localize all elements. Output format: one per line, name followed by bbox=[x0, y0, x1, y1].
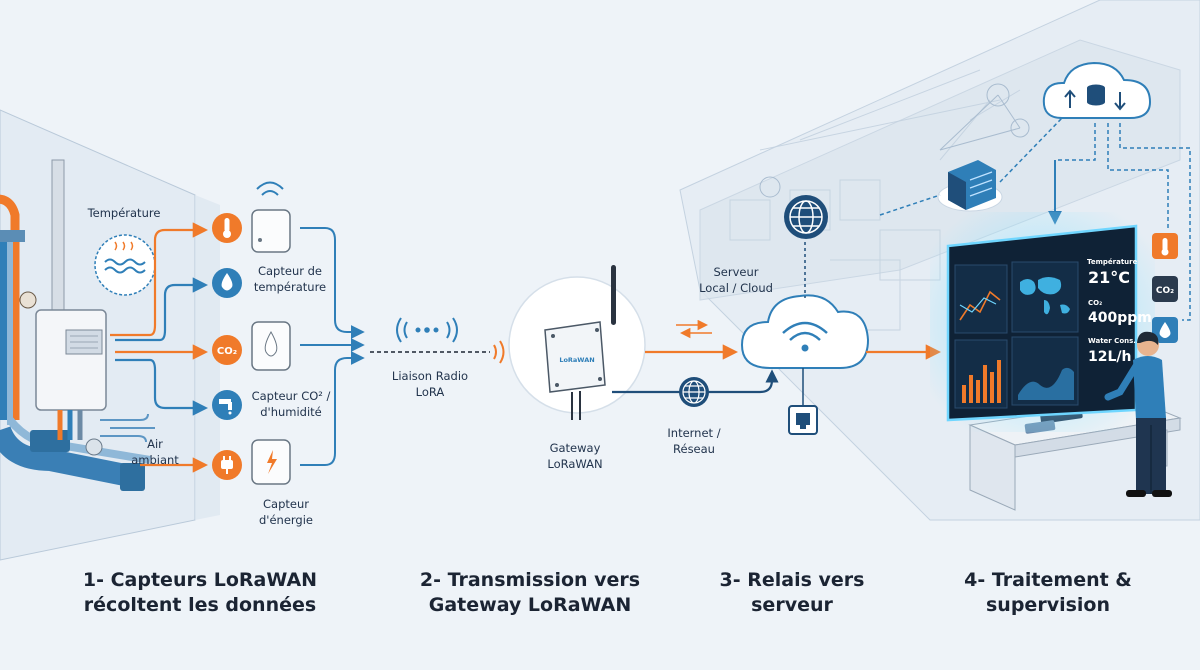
energy-sensor-device bbox=[251, 439, 291, 485]
cloud-connection-lines bbox=[879, 117, 1191, 321]
step-4-line-1: 4- Traitement & bbox=[964, 569, 1132, 591]
server-rack-icon bbox=[937, 160, 1003, 212]
air-label-1: Air bbox=[147, 437, 163, 451]
server-label-2: Local / Cloud bbox=[699, 281, 773, 295]
gateway-device: LoRaWAN bbox=[508, 265, 646, 420]
internet-globe-icon bbox=[679, 377, 709, 407]
step-2-line-2: Gateway LoRaWAN bbox=[429, 594, 632, 616]
co2-sensor-device bbox=[251, 321, 291, 371]
svg-text:CO₂: CO₂ bbox=[1156, 286, 1174, 296]
svg-text:LoRaWAN: LoRaWAN bbox=[559, 356, 594, 364]
boiler-to-sensor-arrows bbox=[110, 222, 209, 473]
temperature-bubble bbox=[94, 234, 156, 296]
sensor-co2-label-2: d'humidité bbox=[260, 405, 322, 419]
dash-co2-label: CO₂ bbox=[1088, 299, 1102, 307]
step-3-line-2: serveur bbox=[751, 594, 833, 616]
water-drop-icon bbox=[212, 268, 242, 298]
step-2-line-1: 2- Transmission vers bbox=[420, 569, 640, 591]
step-4-line-2: supervision bbox=[986, 594, 1110, 616]
dash-temp-label: Température bbox=[1087, 258, 1138, 266]
storage-cloud-icon bbox=[1042, 61, 1152, 119]
operator-person bbox=[1104, 331, 1172, 497]
step-3-line-1: 3- Relais vers bbox=[720, 569, 865, 591]
thermometer-icon bbox=[212, 213, 242, 243]
plug-icon bbox=[212, 450, 242, 480]
co2-icon: CO₂ bbox=[212, 335, 242, 365]
internet-label-2: Réseau bbox=[673, 442, 715, 456]
gateway-label-1: Gateway bbox=[550, 441, 601, 455]
server-cloud-icon bbox=[740, 294, 870, 369]
wind-icon bbox=[100, 413, 155, 443]
dash-water-value: 12L/h bbox=[1088, 349, 1131, 365]
svg-text:CO₂: CO₂ bbox=[217, 346, 237, 357]
sensor-temp-label-2: température bbox=[254, 280, 326, 294]
dash-water-label: Water Cons... bbox=[1088, 337, 1141, 345]
internet-label-1: Internet / bbox=[667, 426, 720, 440]
dash-co2-value: 400ppm bbox=[1088, 310, 1152, 326]
sensor-temp-label-1: Capteur de bbox=[258, 264, 322, 278]
side-thermometer-icon bbox=[1152, 233, 1178, 259]
sensor-to-radio-arrows bbox=[300, 227, 365, 466]
step-1-line-2: récoltent les données bbox=[84, 594, 316, 616]
step-1-line-1: 1- Capteurs LoRaWAN bbox=[83, 569, 317, 591]
network-globe-icon bbox=[784, 195, 828, 298]
gateway-to-cloud-arrows bbox=[612, 319, 779, 394]
radio-label-1: Liaison Radio bbox=[392, 369, 468, 383]
sensor-co2-label-1: Capteur CO² / bbox=[252, 389, 331, 403]
radio-waves-icon bbox=[396, 317, 458, 343]
dashboard-screen: Température 21°C CO₂ 400ppm Water Cons..… bbox=[930, 212, 1155, 432]
temperature-title: Température bbox=[87, 206, 161, 220]
air-label-2: ambiant bbox=[131, 453, 179, 467]
sensor-energy-label-2: d'énergie bbox=[259, 513, 313, 527]
side-water-drop-icon bbox=[1152, 317, 1178, 343]
gateway-label-2: LoRaWAN bbox=[547, 457, 602, 471]
ethernet-port-icon bbox=[788, 368, 818, 435]
pipes-and-boiler bbox=[0, 159, 151, 491]
radio-label-2: LoRA bbox=[416, 385, 445, 399]
sensor-energy-label-1: Capteur bbox=[263, 497, 309, 511]
ceiling-network-icons bbox=[759, 83, 1030, 198]
water-tap-icon bbox=[212, 390, 242, 420]
temperature-sensor-device bbox=[251, 181, 291, 253]
side-co2-icon: CO₂ bbox=[1152, 276, 1178, 302]
dash-temp-value: 21°C bbox=[1088, 268, 1130, 287]
server-label-1: Serveur bbox=[713, 265, 758, 279]
